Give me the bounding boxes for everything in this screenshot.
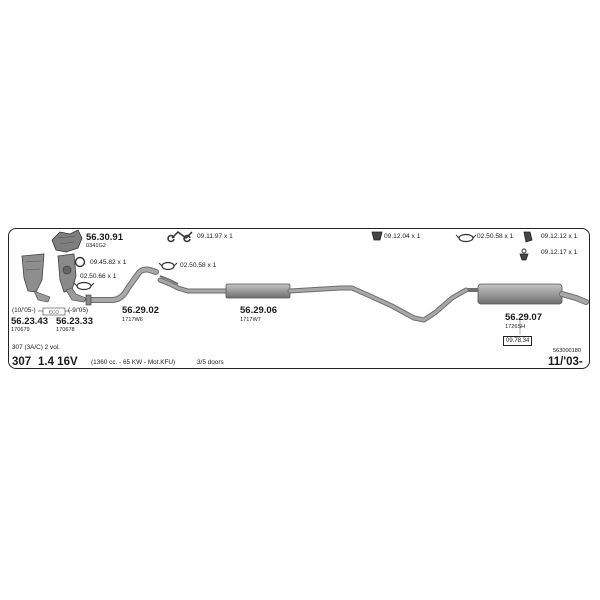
part-number-manifold: 56.30.91 (86, 232, 123, 243)
part-ref-middle: 1717W7 (240, 317, 261, 323)
accessory-label: 02.50.66 x 1 (80, 273, 117, 280)
vehicle-model: 307 (12, 356, 32, 368)
rear-silencer-part[interactable] (468, 283, 589, 305)
hanger-bracket-icon (371, 231, 383, 241)
diagram-id: 563000180 (553, 348, 581, 354)
catalyst-right-part[interactable] (57, 253, 87, 303)
accessory-label: 09.45.82 x 1 (90, 259, 127, 266)
part-number-front-pipe: 56.29.02 (122, 305, 159, 316)
manifold-part[interactable] (51, 229, 83, 253)
accessory-label: 09.11.97 x 1 (197, 233, 233, 240)
hanger-bracket-icon (523, 231, 533, 243)
vehicle-specs: (1360 cc. - 65 KW - Mot.KFU) (91, 359, 176, 366)
accessory-label: 09.12.17 x 1 (541, 249, 578, 256)
pipe-clamp-icon (158, 261, 178, 271)
accessory-label: 02.50.58 x 1 (180, 262, 217, 269)
vehicle-engine: 1.4 16V (38, 356, 78, 368)
pipe-clamp-icon (73, 281, 95, 291)
catalyst-left-part[interactable] (21, 253, 51, 303)
vehicle-doors: 3/5 doors (197, 359, 224, 366)
sensor-icon: ECO (38, 307, 70, 316)
hanger-bracket-icon (167, 231, 193, 243)
part-ref-front-pipe: 1717W6 (122, 317, 143, 323)
part-ref-manifold: 0341G2 (86, 243, 106, 249)
accessory-label: 09.12.04 x 1 (384, 233, 421, 240)
part-number-cat-right: 56.23.33 (56, 316, 93, 327)
middle-silencer-part[interactable] (157, 275, 469, 323)
ring-clamp-icon (74, 256, 86, 268)
accessory-label: 02.50.58 x 1 (477, 233, 514, 240)
accessory-label: 09.12.12 x 1 (541, 233, 578, 240)
rubber-mount-icon (519, 248, 529, 261)
diagram-frame (8, 228, 590, 369)
vehicle-description: 307 (3A/C) 2 vol. (12, 344, 60, 351)
part-number-cat-left: 56.23.43 (11, 316, 48, 327)
pipe-clamp-icon (455, 233, 477, 243)
vehicle-date: 11/'03- (548, 356, 583, 368)
sensor-tag-text: ECO (49, 310, 59, 315)
part-number-rear: 56.29.07 (505, 312, 542, 323)
cat-left-note: (10/'05-) (12, 307, 36, 314)
cat-right-note: (-9/'05) (68, 307, 89, 314)
front-pipe-part[interactable] (85, 266, 159, 306)
part-ref-rear: 1726SH (505, 324, 526, 330)
part-ref-cat-left: 170679 (11, 327, 30, 333)
part-number-middle: 56.29.06 (240, 305, 277, 316)
boxed-accessory-label: 09.78.34 (503, 336, 533, 346)
part-ref-cat-right: 170678 (56, 327, 75, 333)
